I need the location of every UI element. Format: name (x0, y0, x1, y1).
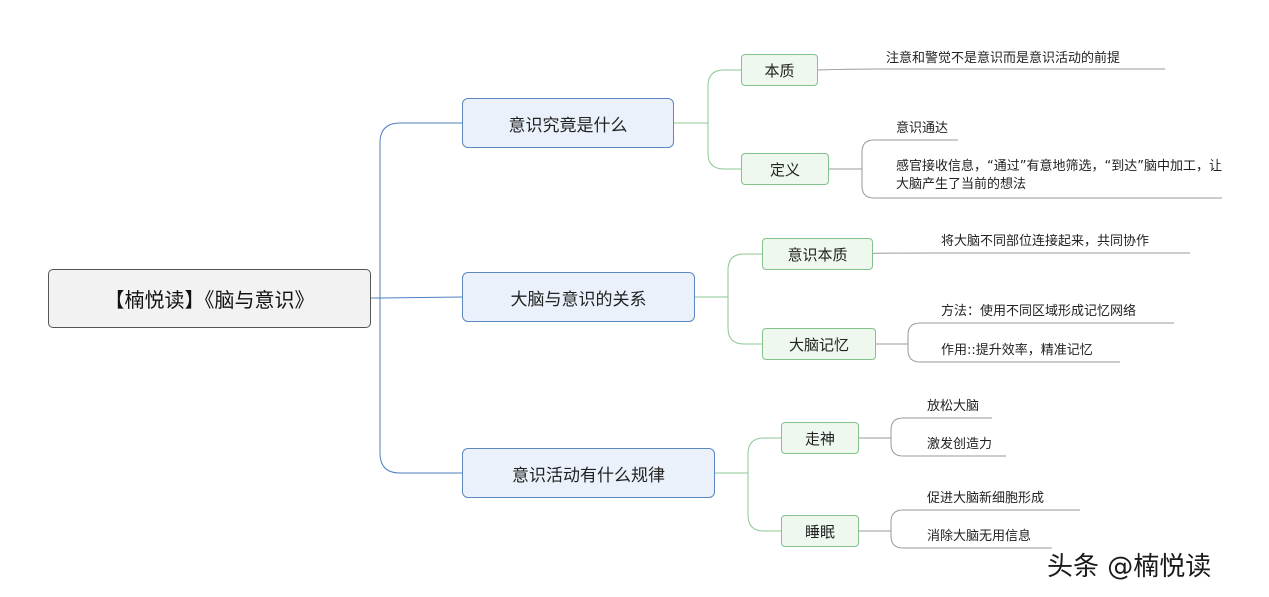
sub-node-brain-memory[interactable]: 大脑记忆 (762, 328, 876, 360)
branch-connector (707, 123, 741, 170)
sub-label: 意识本质 (787, 245, 848, 264)
branch-connector (707, 69, 741, 123)
sub-node-sleep[interactable]: 睡眠 (781, 515, 859, 547)
sub-node-essence[interactable]: 本质 (741, 54, 818, 86)
root-connector (379, 122, 462, 298)
branch-connector (747, 473, 781, 532)
leaf-connector (890, 531, 1052, 549)
leaf-connector (890, 438, 1006, 457)
leaf-connector (867, 252, 1190, 255)
leaf-text: 激发创造力 (927, 437, 993, 452)
root-connector (379, 298, 462, 474)
branch-connector (727, 297, 762, 345)
leaf-text: 感官接收信息，“通过”有意地筛选，“到达”脑中加工，让大脑产生了当前的想法 (896, 159, 1222, 192)
leaf-connector (861, 139, 958, 169)
leaf-connector (890, 509, 1080, 531)
sub-label: 走神 (804, 429, 835, 448)
leaf-text: 注意和警觉不是意识而是意识活动的前提 (886, 51, 1121, 66)
root-node[interactable]: 【楠悦读】《脑与意识》 (48, 269, 371, 328)
sub-node-definition[interactable]: 定义 (741, 153, 829, 185)
leaf-text: 促进大脑新细胞形成 (927, 491, 1045, 506)
leaf-connector (890, 417, 992, 438)
leaf-text: 放松大脑 (927, 399, 980, 414)
branch-connector (727, 253, 762, 297)
sub-label: 定义 (769, 160, 800, 179)
branch-node-what-is-consciousness[interactable]: 意识究竟是什么 (462, 98, 674, 148)
sub-node-mind-wandering[interactable]: 走神 (781, 422, 859, 454)
leaf-text: 作用::提升效率，精准记忆 (941, 343, 1093, 358)
branch-node-consciousness-activity-patterns[interactable]: 意识活动有什么规律 (462, 448, 715, 498)
branch-label: 意识究竟是什么 (508, 115, 628, 136)
sub-label: 睡眠 (804, 522, 835, 541)
branch-connector (747, 437, 781, 473)
leaf-text: 方法：使用不同区域形成记忆网络 (941, 304, 1137, 319)
branch-label: 意识活动有什么规律 (512, 465, 665, 486)
watermark: 头条 @楠悦读 (1047, 552, 1212, 582)
leaf-text: 将大脑不同部位连接起来，共同协作 (941, 234, 1150, 249)
sub-label: 大脑记忆 (788, 335, 849, 354)
leaf-text: 意识通达 (896, 121, 949, 136)
branch-node-brain-consciousness-relation[interactable]: 大脑与意识的关系 (462, 272, 695, 322)
leaf-connector (907, 322, 1174, 344)
root-label: 【楠悦读】《脑与意识》 (104, 288, 315, 312)
leaf-connector (861, 169, 1222, 199)
root-connector (379, 296, 463, 299)
branch-label: 大脑与意识的关系 (510, 289, 647, 310)
leaf-connector (817, 68, 1165, 71)
leaf-connector (907, 344, 1120, 363)
leaf-text: 消除大脑无用信息 (927, 529, 1032, 544)
sub-label: 本质 (764, 61, 795, 80)
sub-node-consciousness-essence[interactable]: 意识本质 (762, 238, 873, 270)
